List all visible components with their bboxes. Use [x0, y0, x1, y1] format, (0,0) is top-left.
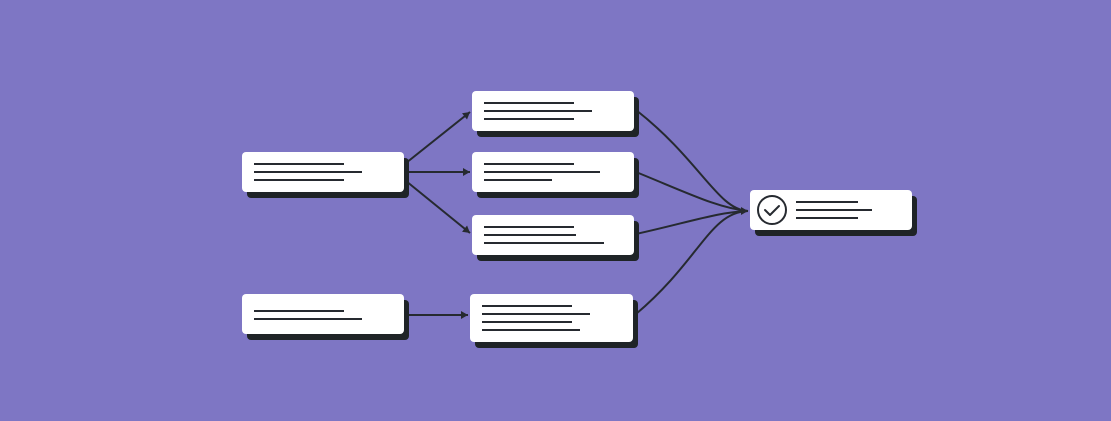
placeholder-line-2 — [254, 318, 362, 320]
connector-line — [405, 111, 471, 164]
placeholder-line-2 — [482, 313, 590, 315]
placeholder-line-1 — [482, 305, 572, 307]
arrowhead-icon — [462, 225, 470, 233]
placeholder-line-2 — [484, 171, 600, 173]
placeholder-line-1 — [484, 226, 574, 228]
edge-source-b-to-step-4 — [406, 311, 468, 319]
card-step-3 — [472, 215, 639, 261]
connector-line — [635, 171, 749, 212]
placeholder-line-1 — [254, 163, 344, 165]
connector-line — [635, 210, 749, 315]
placeholder-line-3 — [484, 179, 552, 181]
edge-source-a-to-step-3 — [405, 180, 471, 234]
edge-source-a-to-step-1 — [405, 111, 471, 164]
placeholder-line-1 — [484, 163, 574, 165]
placeholder-line-3 — [484, 242, 604, 244]
arrowhead-icon — [463, 168, 470, 176]
edge-step-4-to-result — [635, 207, 749, 315]
placeholder-line-3 — [482, 321, 572, 323]
card-result — [750, 190, 917, 236]
placeholder-line-1 — [484, 102, 574, 104]
connector-line — [405, 180, 471, 234]
placeholder-line-4 — [482, 329, 580, 331]
arrowhead-icon — [741, 207, 748, 215]
placeholder-line-3 — [796, 217, 858, 219]
edge-source-a-to-step-2 — [406, 168, 470, 176]
placeholder-line-2 — [484, 234, 576, 236]
placeholder-line-2 — [254, 171, 362, 173]
arrowhead-icon — [461, 311, 468, 319]
placeholder-line-1 — [254, 310, 344, 312]
card-step-4 — [470, 294, 638, 348]
placeholder-line-3 — [484, 118, 574, 120]
placeholder-line-3 — [254, 179, 344, 181]
edges — [405, 109, 749, 319]
edge-step-2-to-result — [635, 171, 749, 212]
arrowhead-icon — [462, 112, 470, 120]
card-source-a — [242, 152, 409, 198]
placeholder-line-2 — [484, 110, 592, 112]
card-step-2 — [472, 152, 639, 198]
check-circle-icon — [757, 195, 787, 225]
card-body — [242, 294, 404, 334]
card-source-b — [242, 294, 409, 340]
placeholder-line-2 — [796, 209, 872, 211]
card-step-1 — [472, 91, 639, 137]
placeholder-line-1 — [796, 201, 858, 203]
card-body — [470, 294, 633, 342]
